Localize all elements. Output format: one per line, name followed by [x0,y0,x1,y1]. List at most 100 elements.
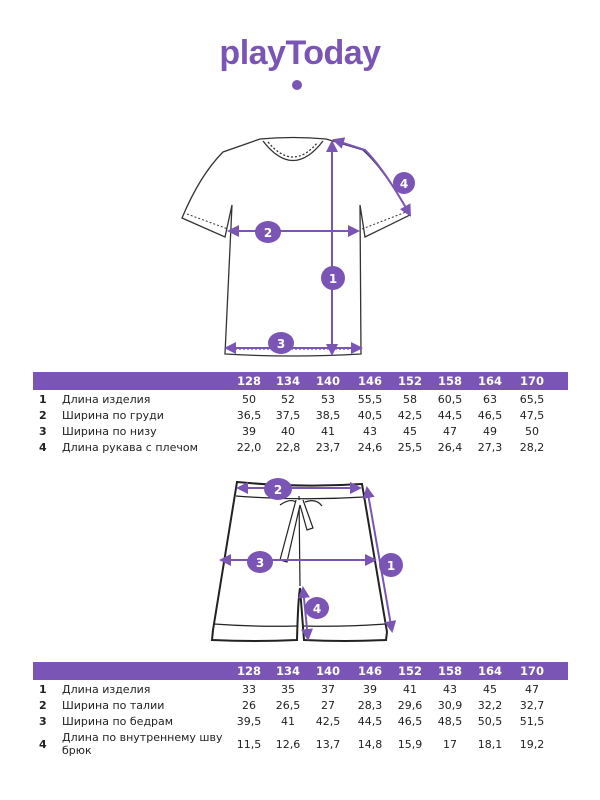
cell-value: 48,5 [437,715,463,728]
cell-value: 58 [403,393,417,406]
size-header-cell: 146 [357,374,383,388]
row-label: Длина изделия [62,683,151,696]
shorts-marker-3 [247,551,273,573]
size-header-cell: 170 [519,374,545,388]
marker-label: 1 [329,272,337,286]
size-header-cell: 170 [519,664,545,678]
size-header-cell: 140 [315,664,341,678]
cell-value: 18,1 [477,738,503,751]
cell-value: 43 [363,425,377,438]
cell-value: 25,5 [397,441,423,454]
cell-value: 49 [483,425,497,438]
cell-value: 47 [443,425,457,438]
marker-label: 2 [274,483,282,497]
shorts-measure-lines [219,482,397,641]
marker-label: 1 [387,559,395,573]
cell-value: 23,7 [315,441,341,454]
cell-value: 44,5 [357,715,383,728]
cell-value: 37,5 [275,409,301,422]
size-header-cell: 128 [236,374,262,388]
row-label: Ширина по низу [62,425,157,438]
cell-value: 32,2 [477,699,503,712]
marker-label: 3 [256,556,264,570]
cell-value: 37 [321,683,335,696]
row-number: 2 [39,409,47,422]
cell-value: 46,5 [477,409,503,422]
row-label: Ширина по груди [62,409,164,422]
marker-label: 4 [400,177,408,191]
row-number: 4 [39,441,47,454]
table-row: 4 Длина рукава с плечом 22,0 22,8 23,7 24,6 25… [33,440,568,456]
cell-value: 30,9 [437,699,463,712]
tshirt-marker-4 [393,172,415,194]
cell-value: 65,5 [519,393,545,406]
cell-value: 33 [242,683,256,696]
marker-label: 4 [313,602,321,616]
shorts-marker-1 [379,553,403,577]
size-header-cell: 134 [275,664,301,678]
logo-text: playToday [219,34,381,72]
cell-value: 14,8 [357,738,383,751]
cell-value: 45 [403,425,417,438]
cell-value: 60,5 [437,393,463,406]
row-label: Ширина по бедрам [62,715,174,728]
row-number: 3 [39,715,47,728]
shorts-marker-2 [264,478,292,500]
tshirt-illustration [181,136,411,357]
cell-value: 50 [525,425,539,438]
cell-value: 26,4 [437,441,463,454]
cell-value: 53 [321,393,335,406]
cell-value: 17 [443,738,457,751]
row-label: Длина рукава с плечом [62,441,198,454]
row-label: Длина изделия [62,393,151,406]
shorts-marker-4 [305,597,329,619]
size-header-cell: 152 [397,664,423,678]
size-header-cell: 128 [236,664,262,678]
row-label: Ширина по талии [62,699,165,712]
cell-value: 32,7 [519,699,545,712]
cell-value: 26,5 [275,699,301,712]
cell-value: 42,5 [397,409,423,422]
tshirt-marker-3 [268,332,294,354]
row-label: Длина по внутреннему шву брюк [62,731,223,757]
cell-value: 39,5 [236,715,262,728]
cell-value: 22,8 [275,441,301,454]
cell-value: 24,6 [357,441,383,454]
cell-value: 63 [483,393,497,406]
tshirt-marker-2 [255,221,281,243]
cell-value: 19,2 [519,738,545,751]
cell-value: 22,0 [236,441,262,454]
size-header-cell: 158 [437,664,463,678]
logo-dot [292,80,302,90]
cell-value: 28,2 [519,441,545,454]
cell-value: 52 [281,393,295,406]
cell-value: 38,5 [315,409,341,422]
cell-value: 39 [363,683,377,696]
size-header-cell: 164 [477,374,503,388]
cell-value: 43 [443,683,457,696]
tshirt-measure-lines [224,137,411,356]
size-header-cell: 164 [477,664,503,678]
cell-value: 27 [321,699,335,712]
cell-value: 45 [483,683,497,696]
cell-value: 26 [242,699,256,712]
cell-value: 41 [281,715,295,728]
cell-value: 15,9 [397,738,423,751]
cell-value: 35 [281,683,295,696]
cell-value: 50,5 [477,715,503,728]
cell-value: 55,5 [357,393,383,406]
size-header-cell: 158 [437,374,463,388]
cell-value: 40,5 [357,409,383,422]
brand-logo: playToday [0,34,600,73]
